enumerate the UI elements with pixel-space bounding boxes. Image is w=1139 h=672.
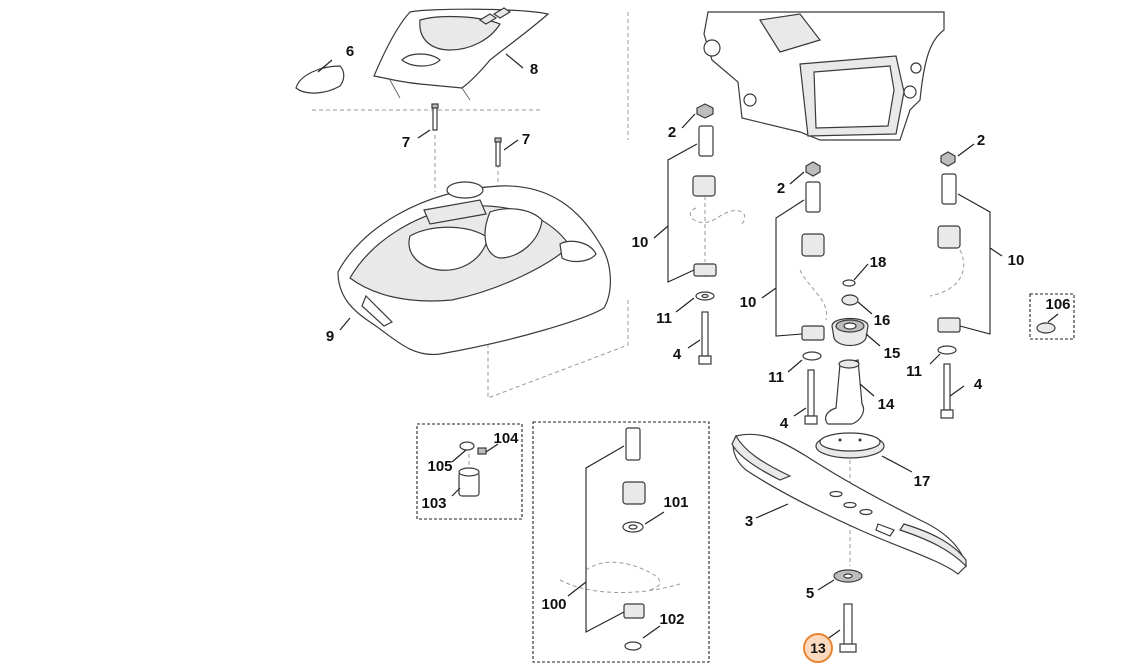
callout-18[interactable]: 18 — [870, 254, 887, 271]
callout-2b[interactable]: 2 — [777, 180, 785, 197]
callout-10a[interactable]: 10 — [632, 234, 649, 251]
callout-4b[interactable]: 4 — [780, 415, 789, 432]
nut-106-part — [1036, 322, 1056, 334]
callout-9[interactable]: 9 — [326, 328, 334, 345]
fan-15-part — [831, 317, 869, 347]
nut-2c-part — [940, 151, 956, 167]
callout-10c[interactable]: 10 — [1008, 252, 1025, 269]
callout-7b[interactable]: 7 — [522, 131, 530, 148]
callout-4c[interactable]: 4 — [974, 376, 983, 393]
callout-106[interactable]: 106 — [1045, 296, 1070, 313]
callout-17[interactable]: 17 — [914, 473, 931, 490]
callout-5[interactable]: 5 — [806, 585, 814, 602]
accessory-box-106 — [1029, 293, 1075, 340]
callout-105[interactable]: 105 — [427, 458, 452, 475]
callout-11b[interactable]: 11 — [768, 369, 784, 386]
spacer-103-part — [458, 467, 480, 497]
bearing-16-part — [841, 294, 859, 306]
washer-11a-part — [695, 291, 715, 301]
blade-3-part — [731, 433, 967, 575]
callout-104[interactable]: 104 — [493, 430, 519, 447]
sleeve-100-part — [622, 427, 646, 619]
callout-100[interactable]: 100 — [541, 596, 566, 613]
screw-7a-part — [431, 103, 439, 131]
sleeve-10b-part — [801, 181, 825, 341]
washer-11b-part — [802, 351, 822, 361]
callout-8[interactable]: 8 — [530, 61, 538, 78]
engine-part — [703, 11, 945, 141]
housing-part — [337, 181, 611, 356]
sleeve-10c-part — [937, 173, 961, 333]
screw-7b-part — [494, 137, 502, 167]
callout-7a[interactable]: 7 — [402, 134, 410, 151]
washer-102-part — [624, 641, 642, 651]
callout-2a[interactable]: 2 — [668, 124, 676, 141]
callout-14[interactable]: 14 — [878, 396, 895, 413]
callout-103[interactable]: 103 — [421, 495, 446, 512]
ring-105-part — [459, 441, 475, 451]
bolt-4b-part — [804, 369, 818, 425]
callout-13-highlighted[interactable]: 13 — [803, 633, 833, 663]
sleeve-10a-part — [692, 125, 717, 277]
top-cover-part — [373, 7, 550, 101]
callout-3[interactable]: 3 — [745, 513, 753, 530]
nut-2b-part — [805, 161, 821, 177]
callout-2c[interactable]: 2 — [977, 132, 985, 149]
grouping-brackets — [567, 143, 1003, 633]
callout-102[interactable]: 102 — [659, 611, 684, 628]
callout-11c[interactable]: 11 — [906, 363, 922, 380]
handle-insert-part — [295, 65, 345, 94]
adapter-14-part — [825, 359, 865, 425]
callout-11a[interactable]: 11 — [656, 310, 672, 327]
accessory-box-100 — [532, 421, 710, 663]
callout-13-label: 13 — [810, 640, 826, 656]
blade-disc-17-part — [815, 432, 885, 459]
accessory-box-103 — [416, 423, 523, 520]
ring-18-part — [842, 279, 856, 287]
bolt-4a-part — [698, 311, 712, 365]
callout-10b[interactable]: 10 — [740, 294, 757, 311]
nut-2a-part — [696, 103, 714, 119]
screw-104-part — [477, 447, 487, 455]
washer-5-part — [833, 569, 863, 583]
callout-101[interactable]: 101 — [663, 494, 688, 511]
washer-101-part — [622, 521, 644, 533]
washer-11c-part — [937, 345, 957, 355]
callout-15[interactable]: 15 — [884, 345, 901, 362]
bolt-13-part — [839, 603, 857, 653]
callout-6[interactable]: 6 — [346, 43, 354, 60]
bolt-4c-part — [940, 363, 954, 419]
callout-16[interactable]: 16 — [874, 312, 891, 329]
callout-4a[interactable]: 4 — [673, 346, 682, 363]
